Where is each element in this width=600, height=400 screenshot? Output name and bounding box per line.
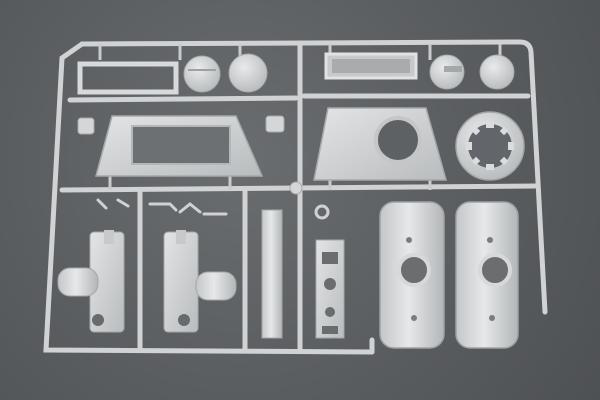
trapezoid-plate-right xyxy=(313,107,447,181)
hatch-frame-part xyxy=(77,61,179,95)
suspension-bracket-right xyxy=(163,230,237,333)
small-bracket-parts xyxy=(77,115,303,195)
sprue-frame xyxy=(43,39,548,355)
round-hatch-parts xyxy=(183,53,268,93)
trapezoid-plate-left xyxy=(95,115,264,177)
ladder-panel-part xyxy=(315,239,345,339)
suspension-bracket-left xyxy=(57,230,125,333)
grille-frame-part xyxy=(324,52,418,80)
long-bar-part xyxy=(261,209,283,339)
housing-part-right xyxy=(455,201,519,349)
small-detail-parts xyxy=(96,198,330,220)
gear-ring-part xyxy=(455,111,525,181)
housing-part-left xyxy=(379,201,445,349)
dome-parts xyxy=(429,54,515,90)
